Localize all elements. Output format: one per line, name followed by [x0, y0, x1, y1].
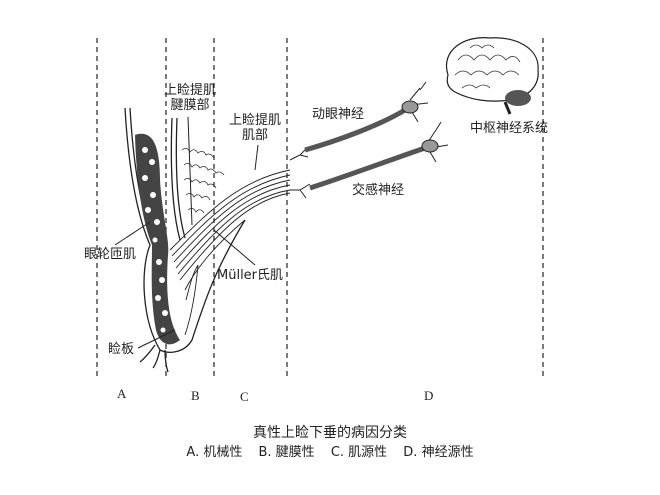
label-sympathetic-nerve: 交感神经: [352, 183, 405, 198]
label-oculomotor-nerve: 动眼神经: [312, 107, 365, 122]
legend-item: A. 机械性: [186, 445, 243, 460]
label-levator-muscle: 上睑提肌 肌部: [229, 113, 281, 143]
zone-label-a: A: [117, 386, 127, 401]
label-levator-aponeurosis: 上睑提肌 腱膜部: [164, 83, 216, 113]
figure-legend: A. 机械性 B. 腱膜性 C. 肌源性 D. 神经源性: [0, 441, 660, 460]
levator-muscle: [169, 169, 291, 336]
label-line: 上睑提肌: [229, 113, 282, 128]
label-line: 上睑提肌: [164, 83, 217, 98]
figure-title: 真性上睑下垂的病因分类: [253, 425, 407, 441]
neuron-cell-bodies: [401, 100, 439, 153]
legend-item: C. 肌源性: [330, 445, 388, 460]
nerve-fibers: [289, 81, 449, 199]
label-tarsus: 睑板: [108, 342, 135, 357]
legend-item: D. 神经源性: [403, 445, 474, 460]
leader-lines: [114, 116, 259, 349]
label-line: 腱膜部: [170, 98, 210, 113]
brain-icon: [445, 37, 539, 115]
zone-label-b: B: [191, 388, 200, 403]
zone-label-d: D: [424, 388, 434, 403]
orbicularis-muscle: [135, 133, 180, 345]
legend-item: B. 腱膜性: [258, 445, 315, 460]
label-orbicularis: 眼轮匝肌: [84, 247, 137, 262]
label-cns: 中枢神经系统: [470, 121, 549, 136]
label-line: 肌部: [242, 128, 269, 143]
label-muller: Müller氏肌: [217, 268, 284, 283]
aponeurosis-tissue: [181, 148, 225, 214]
zone-label-c: C: [240, 389, 249, 404]
